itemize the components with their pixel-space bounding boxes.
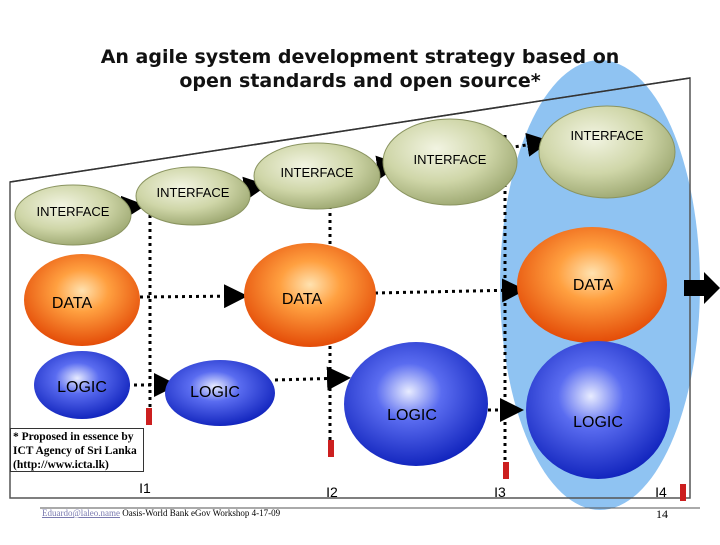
title-line-2: open standards and open source* (179, 70, 541, 92)
logic-circle-3 (344, 342, 488, 466)
logic-label-2: LOGIC (190, 384, 240, 401)
interface-ellipse-2 (135, 166, 251, 226)
arrow-interface-1 (119, 195, 146, 220)
data-circle-1 (24, 254, 140, 346)
footer: Eduardo@laleo.name Oasis-World Bank eGov… (42, 508, 280, 518)
arrow-data-1 (139, 284, 248, 309)
interface-label-5: INTERFACE (571, 128, 644, 143)
frame-top-line (9, 77, 691, 183)
data-label-2: DATA (282, 291, 323, 308)
title-line-1: An agile system development strategy bas… (100, 46, 620, 68)
interface-ellipse-3 (253, 142, 381, 210)
interface-ellipse-1 (14, 184, 132, 246)
footer-email-link[interactable]: Eduardo@laleo.name (42, 508, 121, 518)
arrow-data-2 (374, 278, 526, 303)
marker-i3 (503, 462, 509, 479)
logic-circle-1 (34, 351, 130, 419)
marker-i4 (680, 484, 686, 501)
direction-arrow (684, 272, 720, 304)
arrow-logic-2 (274, 366, 351, 391)
iteration-label-3: I3 (494, 484, 506, 500)
logic-label-1: LOGIC (57, 379, 107, 396)
data-label-1: DATA (52, 295, 93, 312)
interface-label-4: INTERFACE (414, 152, 487, 167)
data-circle-3 (517, 227, 667, 343)
logic-circle-4 (526, 341, 670, 479)
interface-label-3: INTERFACE (281, 165, 354, 180)
logic-circle-2 (165, 360, 275, 426)
marker-i2 (328, 440, 334, 457)
page-number: 14 (656, 507, 668, 521)
interface-ellipse-4 (382, 118, 518, 206)
interface-label-2: INTERFACE (157, 185, 230, 200)
data-label-3: DATA (573, 277, 614, 294)
footer-text: Oasis-World Bank eGov Workshop 4-17-09 (120, 508, 281, 518)
iteration-label-2: I2 (326, 484, 338, 500)
footnote-box: * Proposed in essence by ICT Agency of S… (10, 428, 144, 472)
iteration-markers (146, 408, 686, 501)
logic-label-3: LOGIC (387, 407, 437, 424)
iteration-label-4: I4 (655, 484, 667, 500)
logic-label-4: LOGIC (573, 414, 623, 431)
iteration-label-1: I1 (139, 480, 151, 496)
data-circle-2 (244, 243, 376, 347)
marker-i1 (146, 408, 152, 425)
interface-label-1: INTERFACE (37, 204, 110, 219)
slide-title: An agile system development strategy bas… (40, 45, 680, 93)
interface-ellipse-5 (538, 105, 676, 199)
